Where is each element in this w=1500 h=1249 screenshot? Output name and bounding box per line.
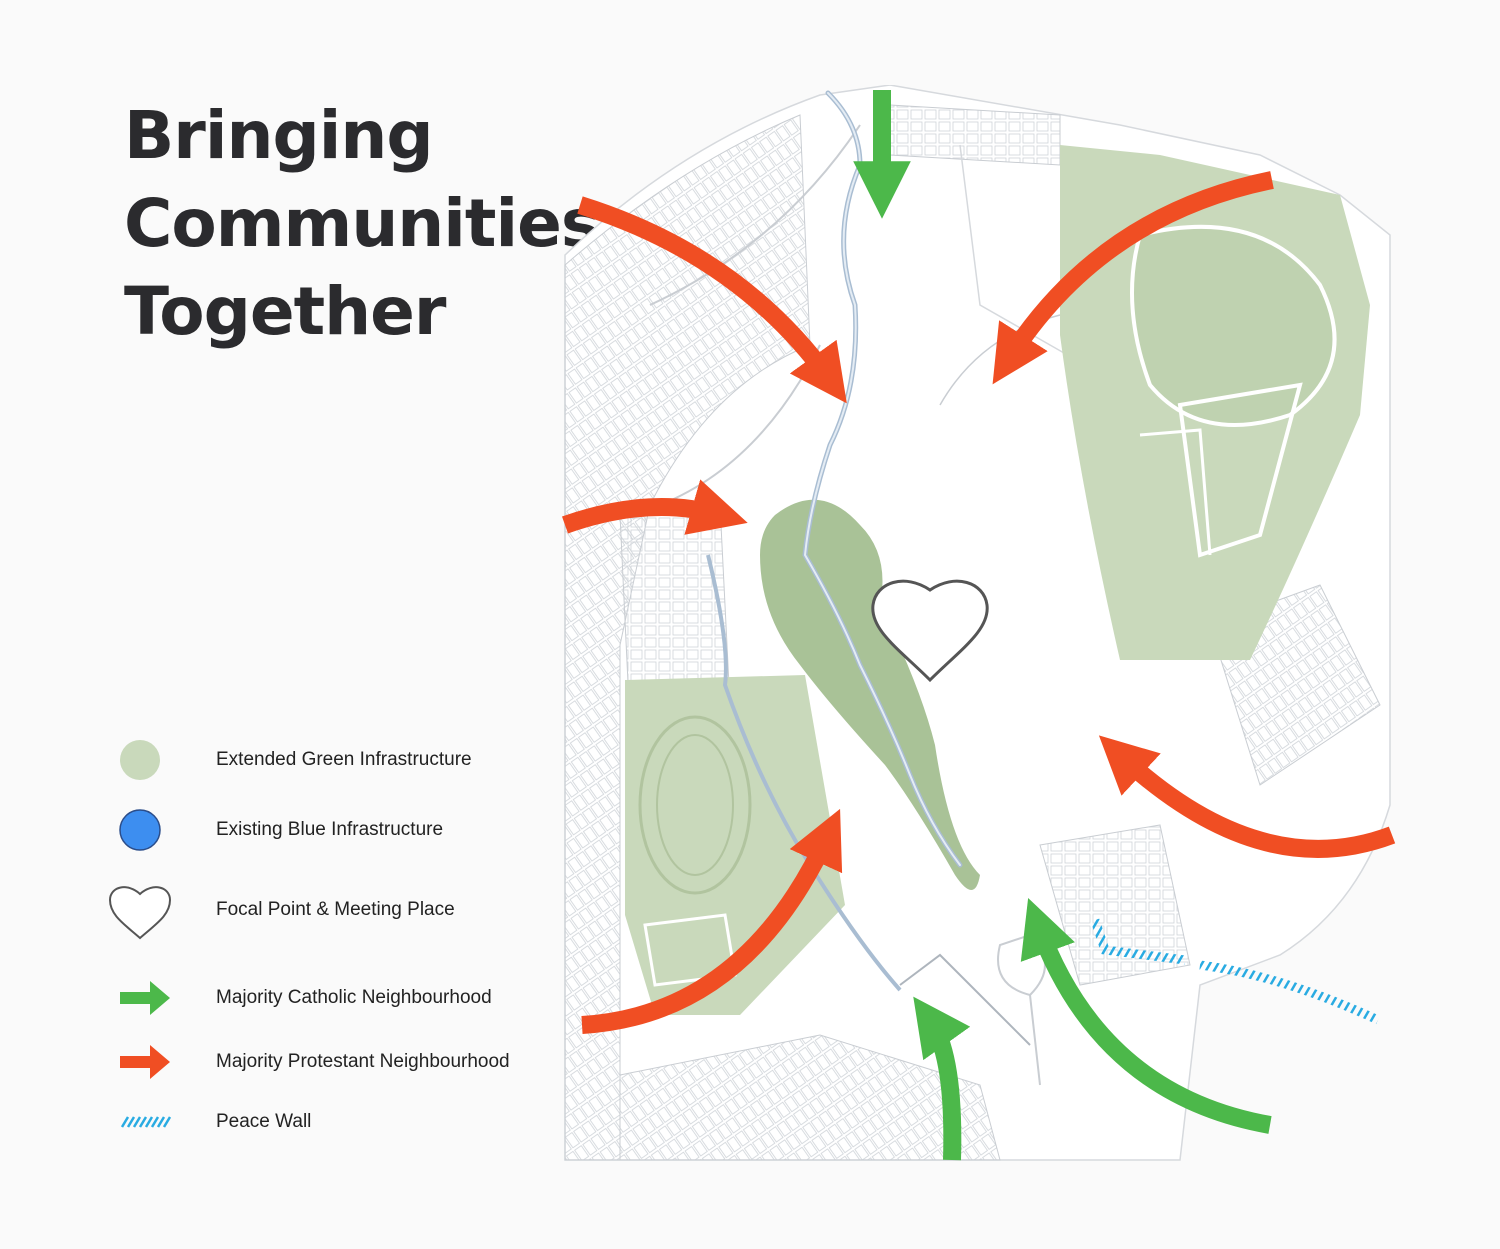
legend-label: Peace Wall	[216, 1111, 312, 1132]
protestant-arrow-northwest	[577, 196, 847, 404]
catholic-arrows	[853, 90, 1272, 1161]
blue-circle-icon	[119, 809, 161, 851]
legend-label: Existing Blue Infrastructure	[216, 819, 444, 840]
focal-point-heart-icon	[871, 579, 989, 683]
stream	[706, 90, 963, 992]
heart-icon	[108, 886, 172, 940]
green-arrow-icon	[120, 981, 170, 1015]
site-map	[562, 85, 1396, 1161]
green-circle-icon	[120, 740, 160, 780]
title-line-2: Communities	[124, 185, 600, 262]
title-line-3: Together	[124, 273, 446, 350]
legend-label: Majority Protestant Neighbourhood	[216, 1051, 510, 1072]
protestant-arrow-east	[1098, 735, 1396, 858]
legend-item-green: Extended Green Infrastructure	[100, 730, 560, 790]
protestant-arrow-west	[562, 479, 748, 535]
title-line-1: Bringing	[124, 97, 434, 174]
legend-item-blue: Existing Blue Infrastructure	[100, 800, 560, 860]
legend-label: Focal Point & Meeting Place	[216, 899, 455, 920]
legend-item-catholic: Majority Catholic Neighbourhood	[100, 968, 560, 1028]
protestant-arrow-southwest	[581, 808, 843, 1034]
peace-wall-segments	[1090, 918, 1380, 1025]
hatch-line-icon	[120, 1116, 172, 1128]
legend-item-protestant: Majority Protestant Neighbourhood	[100, 1032, 560, 1092]
legend-item-wall: Peace Wall	[100, 1092, 560, 1152]
catholic-arrow-southeast	[1020, 897, 1272, 1134]
green-infrastructure-areas	[625, 145, 1370, 1015]
orange-arrow-icon	[120, 1045, 170, 1079]
protestant-arrows	[562, 171, 1396, 1034]
legend-label: Majority Catholic Neighbourhood	[216, 987, 492, 1008]
legend-label: Extended Green Infrastructure	[216, 749, 472, 770]
protestant-arrow-northeast	[992, 171, 1274, 385]
catholic-arrow-south	[913, 996, 971, 1161]
page-title: Bringing Communities Together	[124, 92, 600, 356]
legend: Extended Green Infrastructure Existing B…	[100, 730, 560, 1150]
legend-item-heart: Focal Point & Meeting Place	[100, 880, 560, 940]
